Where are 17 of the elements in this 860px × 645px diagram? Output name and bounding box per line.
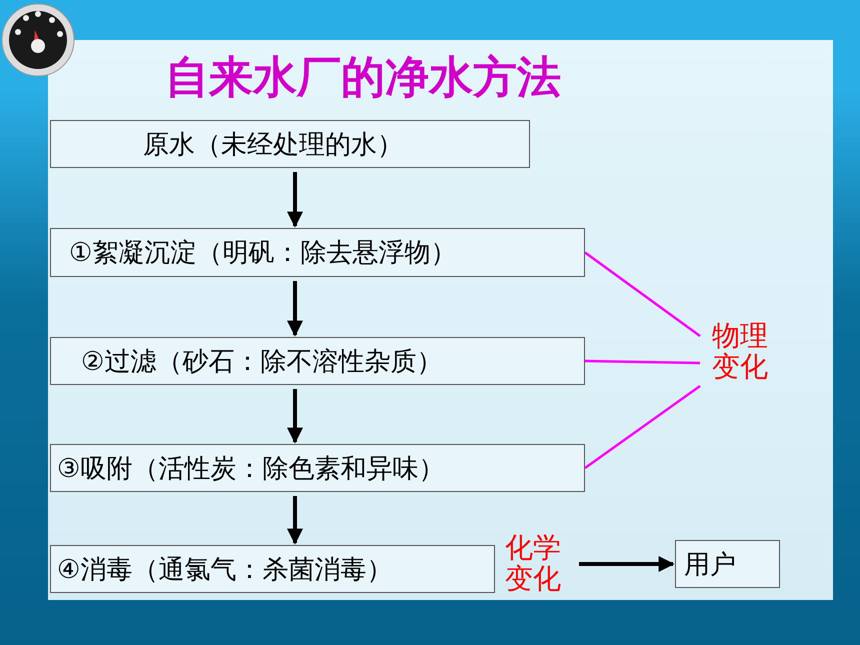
- arrow: [579, 556, 675, 572]
- connector-line: [584, 251, 701, 338]
- process-box: 用户: [675, 540, 780, 588]
- process-box: ②过滤（砂石：除不溶性杂质）: [50, 337, 585, 385]
- process-box: ④消毒（通氯气：杀菌消毒）: [50, 545, 495, 593]
- arrow: [287, 389, 303, 444]
- connector-line: [584, 384, 701, 470]
- arrow: [287, 281, 303, 337]
- category-label: 化学变化: [505, 524, 569, 604]
- process-box: ①絮凝沉淀（明矾：除去悬浮物）: [50, 228, 585, 277]
- arrow: [287, 496, 303, 545]
- slide-title: 自来水厂的净水方法: [165, 51, 561, 105]
- arrow: [287, 172, 303, 228]
- process-box: 原水（未经处理的水）: [50, 120, 530, 168]
- category-label: 物理变化: [712, 312, 776, 392]
- process-box: ③吸附（活性炭：除色素和异味）: [50, 444, 585, 492]
- connector-line: [584, 360, 700, 364]
